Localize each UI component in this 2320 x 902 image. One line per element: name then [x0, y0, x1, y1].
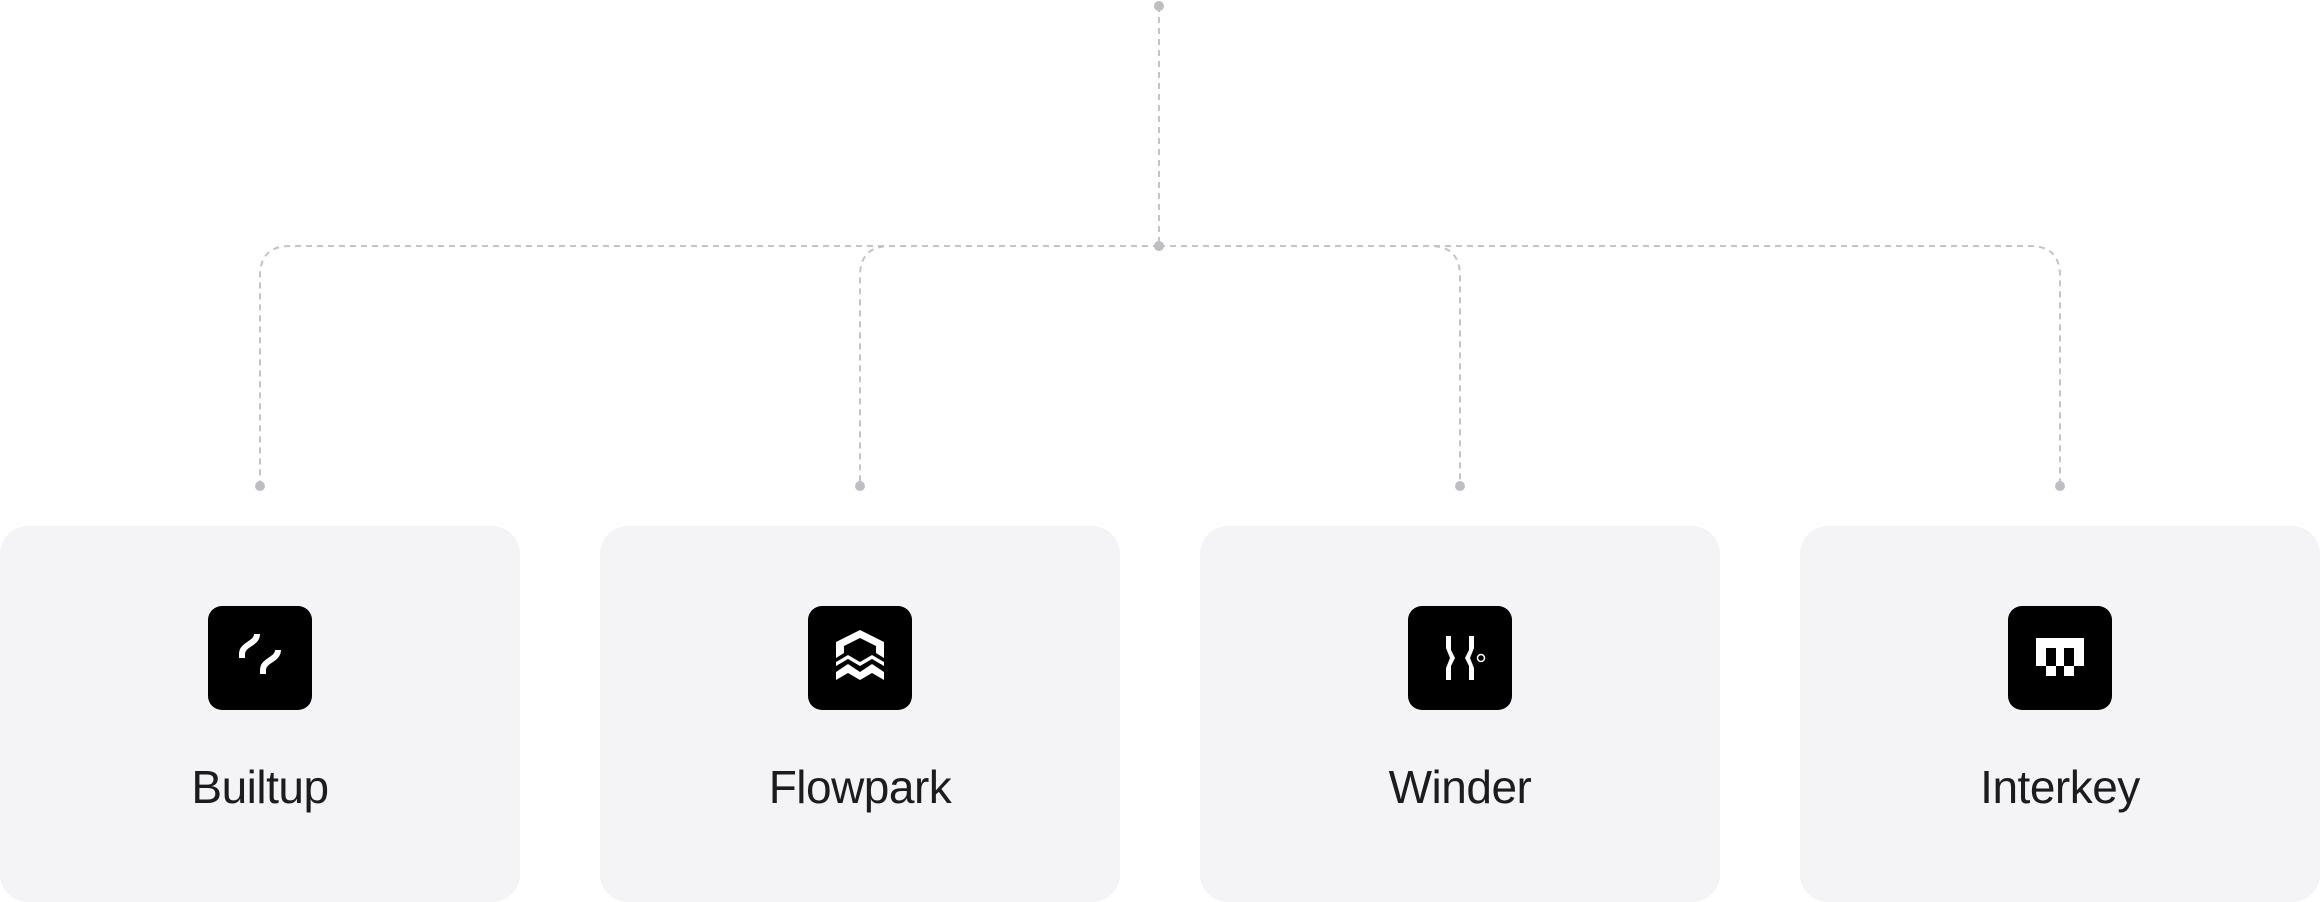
endpoint-dot-interkey — [2055, 481, 2065, 491]
card-label-flowpark: Flowpark — [768, 761, 952, 813]
builtup-logo-icon — [208, 606, 312, 710]
branch-line-flowpark — [859, 245, 1159, 486]
card-label-builtup: Builtup — [191, 761, 329, 813]
company-card-builtup[interactable]: Builtup — [0, 526, 520, 902]
branch-line-builtup — [259, 245, 1159, 486]
endpoint-dot-winder — [1455, 481, 1465, 491]
card-label-interkey: Interkey — [1980, 761, 2140, 813]
company-card-winder[interactable]: Winder — [1200, 526, 1720, 902]
root-node-dot — [1154, 1, 1164, 11]
branch-line-winder — [1159, 245, 1461, 486]
flowpark-logo-icon — [808, 606, 912, 710]
branch-line-interkey — [1159, 245, 2061, 486]
interkey-logo-icon — [2008, 606, 2112, 710]
junction-node-dot — [1154, 241, 1164, 251]
winder-logo-icon — [1408, 606, 1512, 710]
card-label-winder: Winder — [1388, 761, 1532, 813]
company-card-flowpark[interactable]: Flowpark — [600, 526, 1120, 902]
company-card-interkey[interactable]: Interkey — [1800, 526, 2320, 902]
endpoint-dot-flowpark — [855, 481, 865, 491]
endpoint-dot-builtup — [255, 481, 265, 491]
